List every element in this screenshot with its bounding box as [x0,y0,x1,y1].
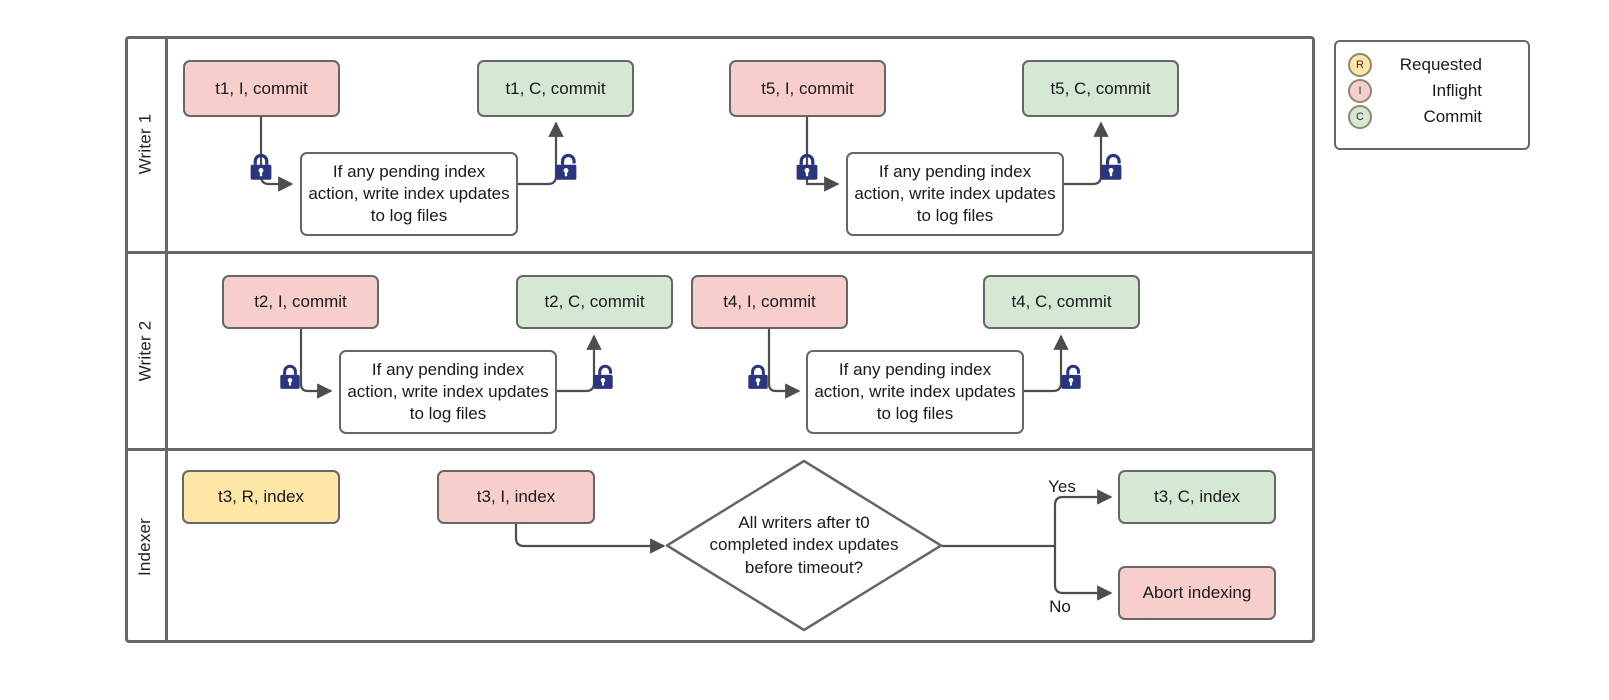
edge-t2-inflight-to-task [299,329,333,399]
edge-decision-no [1053,546,1113,601]
edge-label-no: No [1049,597,1071,616]
node-t4-commit[interactable]: t4, C, commit [983,275,1140,329]
node-t3-commit[interactable]: t3, C, index [1118,470,1276,524]
legend-badge-inflight: I [1348,79,1372,103]
lane-header-indexer: Indexer [125,451,168,643]
edge-t3-inflight-to-decision [514,524,666,554]
lane-header-writer2: Writer 2 [125,254,168,448]
edge-t4-task-to-commit [1023,334,1069,393]
edge-t5-inflight-to-task [805,117,840,192]
lock-open-icon [552,152,580,182]
edge-label-yes: Yes [1048,477,1076,496]
lock-closed-icon [793,152,821,182]
node-t1-commit[interactable]: t1, C, commit [477,60,634,117]
node-t2-index-task[interactable]: If any pending index action, write index… [339,350,557,434]
node-t4-inflight[interactable]: t4, I, commit [691,275,848,329]
node-t3-requested[interactable]: t3, R, index [182,470,340,524]
node-t1-inflight[interactable]: t1, I, commit [183,60,340,117]
node-t5-inflight[interactable]: t5, I, commit [729,60,886,117]
lane-separator-2 [125,448,1315,451]
edge-t4-inflight-to-task [767,329,801,399]
node-t2-inflight[interactable]: t2, I, commit [222,275,379,329]
lane-header-writer1: Writer 1 [125,36,168,251]
node-t2-commit[interactable]: t2, C, commit [516,275,673,329]
lock-open-icon [590,363,616,391]
legend-badge-commit: C [1348,105,1372,129]
lane-separator-1 [125,251,1315,254]
legend-badge-requested: R [1348,53,1372,77]
legend-item-requested: R Requested [1348,52,1512,78]
legend-label-requested: Requested [1399,55,1482,74]
legend-label-inflight: Inflight [1431,81,1482,100]
legend-item-commit: C Commit [1348,104,1512,130]
lock-closed-icon [745,363,771,391]
lock-open-icon [1058,363,1084,391]
node-abort-indexing[interactable]: Abort indexing [1118,566,1276,620]
node-t4-index-task[interactable]: If any pending index action, write index… [806,350,1024,434]
legend-item-inflight: I Inflight [1348,78,1512,104]
node-t1-index-task[interactable]: If any pending index action, write index… [300,152,518,236]
node-t3-inflight[interactable]: t3, I, index [437,470,595,524]
lock-closed-icon [277,363,303,391]
lock-open-icon [1097,152,1125,182]
legend-panel: R Requested I Inflight C Commit [1334,40,1530,150]
edge-t5-task-to-commit [1063,121,1109,186]
lock-closed-icon [247,152,275,182]
node-t5-commit[interactable]: t5, C, commit [1022,60,1179,117]
legend-label-commit: Commit [1423,107,1482,126]
edge-t2-task-to-commit [557,334,602,393]
edge-t1-task-to-commit [518,121,564,186]
edge-decision-yes [1053,489,1113,546]
node-t5-index-task[interactable]: If any pending index action, write index… [846,152,1064,236]
